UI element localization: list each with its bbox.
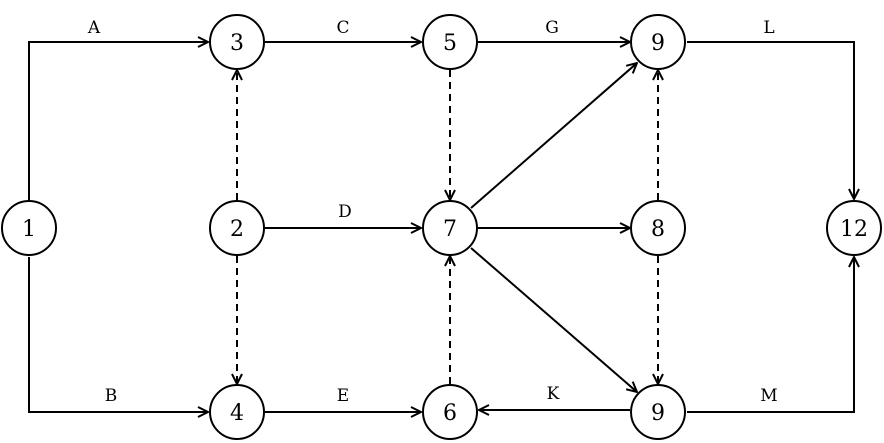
edge-label-g: G [545,18,559,38]
node-4: 4 [209,384,265,440]
node-6-circle [422,384,478,440]
node-2-label: 2 [230,217,244,242]
node-8-label: 8 [651,217,665,242]
node-2: 2 [209,200,265,256]
edge-label-m: M [760,386,777,406]
edge-label-e: E [337,386,349,406]
node-5-label: 5 [443,31,457,56]
node-6: 6 [422,384,478,440]
edges [28,41,854,413]
edge-label-l: L [763,18,774,38]
node-6-label: 6 [443,401,457,426]
edge-a-1-to-3 [28,42,208,200]
node-9-bottom-circle [630,384,686,440]
edge-labels: A B C G L D E K M [87,18,778,406]
node-3-circle [209,14,265,70]
node-9-top-circle [630,14,686,70]
node-8: 8 [630,200,686,256]
node-7-circle [422,200,478,256]
node-8-circle [630,200,686,256]
node-2-circle [209,200,265,256]
node-12-circle [826,200,882,256]
edge-b-1-to-4 [28,257,208,412]
edge-label-a: A [87,18,101,38]
node-1-label: 1 [22,217,36,242]
edge-l-9-top-to-12 [687,41,854,199]
node-1: 1 [1,200,57,256]
node-5-circle [422,14,478,70]
node-4-circle [209,384,265,440]
node-1-circle [1,200,57,256]
edge-7-to-9-top [470,63,637,209]
nodes: 1 2 3 4 5 6 7 8 [1,14,882,440]
node-9-top-label: 9 [651,31,665,56]
edge-label-b: B [105,386,118,406]
node-9-bottom: 9 [630,384,686,440]
node-4-label: 4 [230,401,244,426]
node-5: 5 [422,14,478,70]
node-7-label: 7 [443,217,457,242]
edge-m-9-bottom-to-12 [687,257,854,413]
node-3-label: 3 [230,31,244,56]
node-3: 3 [209,14,265,70]
node-9-bottom-label: 9 [651,401,665,426]
edge-7-to-9-bottom [470,247,637,392]
edge-label-k: K [547,384,560,404]
edge-label-c: C [336,18,349,38]
node-7: 7 [422,200,478,256]
node-12: 12 [826,200,882,256]
edge-label-d: D [338,202,352,222]
node-9-top: 9 [630,14,686,70]
node-12-label: 12 [840,217,868,242]
